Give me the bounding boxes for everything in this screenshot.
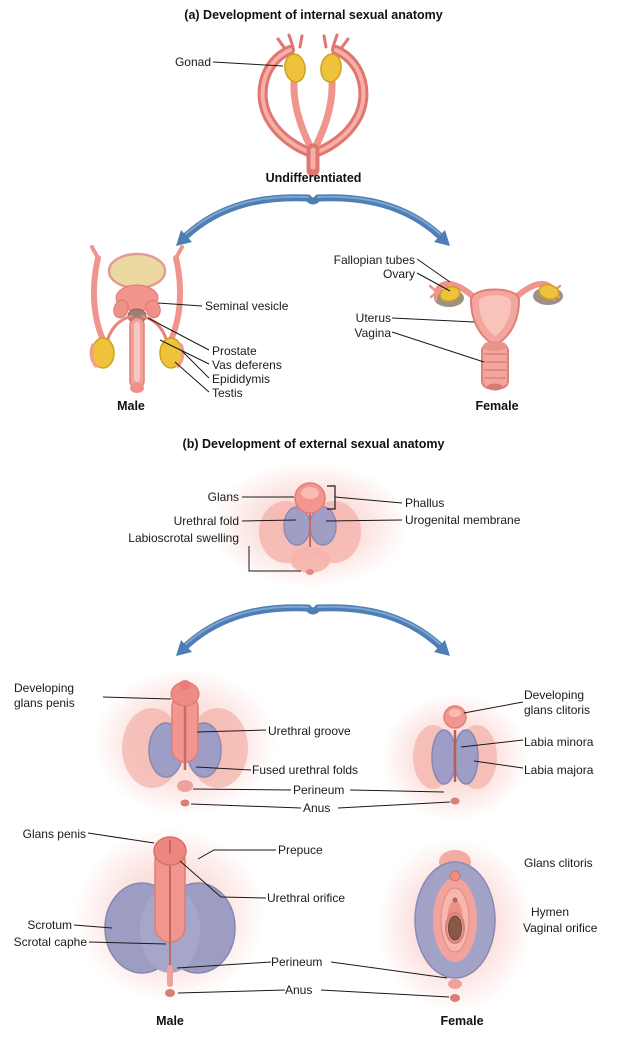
label-urethral-orifice: Urethral orifice bbox=[267, 891, 346, 905]
female-internal-figure bbox=[428, 280, 563, 391]
label-fallopian-tubes: Fallopian tubes bbox=[333, 253, 415, 267]
label-urethral-groove: Urethral groove bbox=[268, 724, 351, 738]
label-urethral-fold: Urethral fold bbox=[173, 514, 239, 528]
label-developing-glans-clitoris: Developing glans clitoris bbox=[524, 688, 591, 717]
epididymis-shape bbox=[89, 343, 98, 368]
label-ovary: Ovary bbox=[382, 267, 415, 281]
caption-male-internal: Male bbox=[117, 399, 145, 413]
ovary-right bbox=[538, 284, 560, 300]
gonad-left bbox=[284, 53, 306, 83]
arrowhead-right bbox=[434, 640, 450, 656]
label-seminal-vesicle: Seminal vesicle bbox=[205, 299, 289, 313]
label-labioscrotal-swelling: Labioscrotal swelling bbox=[128, 531, 239, 545]
labia-shape bbox=[431, 729, 457, 785]
label-developing-glans-penis: Developing glans penis bbox=[14, 681, 75, 710]
label-glans: Glans bbox=[207, 490, 239, 504]
label-perineum-mature: Perineum bbox=[271, 955, 323, 969]
caption-female-external: Female bbox=[440, 1014, 484, 1028]
anus-dot bbox=[306, 569, 314, 575]
mature-female-external-figure bbox=[377, 837, 533, 1013]
anus-dot bbox=[450, 797, 460, 805]
developing-female-external-figure bbox=[381, 693, 529, 821]
label-labia-minora: Labia minora bbox=[524, 735, 594, 749]
label-labia-majora: Labia majora bbox=[524, 763, 594, 777]
label-epididymis: Epididymis bbox=[212, 372, 271, 386]
ovary-left bbox=[439, 286, 461, 302]
label-anus-mature: Anus bbox=[285, 983, 313, 997]
label-perineum-developing: Perineum bbox=[293, 783, 345, 797]
caption-female-internal: Female bbox=[475, 399, 519, 413]
mature-male-external-figure bbox=[74, 827, 266, 1003]
gonad-right bbox=[320, 53, 342, 83]
vaginal-orifice-shape bbox=[448, 915, 462, 941]
label-prostate: Prostate bbox=[212, 344, 257, 358]
glans-clitoris-shape bbox=[449, 870, 461, 882]
anus-dot bbox=[180, 799, 190, 807]
label-glans-penis: Glans penis bbox=[22, 827, 86, 841]
section-b-title: (b) Development of external sexual anato… bbox=[182, 437, 445, 451]
perineum-shape bbox=[177, 780, 193, 792]
urethral-orifice-dot bbox=[452, 897, 458, 903]
label-phallus: Phallus bbox=[405, 496, 445, 510]
perineum-shape bbox=[448, 979, 462, 989]
arrowhead-right bbox=[434, 230, 450, 246]
label-anus-developing: Anus bbox=[303, 801, 331, 815]
developing-male-external-figure bbox=[93, 668, 277, 816]
bifurcation-arrow-b bbox=[176, 604, 450, 656]
bladder-shape bbox=[107, 252, 167, 290]
leader-lines bbox=[73, 61, 524, 998]
anus-dot bbox=[450, 994, 460, 1002]
label-fused-urethral-folds: Fused urethral folds bbox=[252, 763, 359, 777]
label-vas-deferens: Vas deferens bbox=[212, 358, 282, 372]
label-vaginal-orifice: Vaginal orifice bbox=[523, 921, 598, 935]
label-gonad: Gonad bbox=[174, 55, 211, 69]
undifferentiated-internal-figure bbox=[257, 33, 369, 177]
label-scrotal-raphe: Scrotal caphe bbox=[13, 935, 87, 949]
seminal-vesicle-shape bbox=[113, 299, 129, 319]
label-testis: Testis bbox=[212, 386, 243, 400]
caption-male-external: Male bbox=[156, 1014, 184, 1028]
label-hymen: Hymen bbox=[531, 905, 570, 919]
arrowhead-left bbox=[176, 640, 192, 656]
hymen-ring bbox=[445, 912, 465, 944]
undifferentiated-external-figure bbox=[210, 462, 410, 588]
anus-dot bbox=[165, 989, 175, 997]
bifurcation-arrow-a bbox=[176, 194, 450, 246]
label-uterus: Uterus bbox=[355, 311, 391, 325]
arrowhead-left bbox=[176, 230, 192, 246]
label-undifferentiated: Undifferentiated bbox=[265, 171, 362, 185]
section-a-title: (a) Development of internal sexual anato… bbox=[184, 8, 443, 22]
label-scrotum: Scrotum bbox=[27, 918, 72, 932]
label-vagina: Vagina bbox=[354, 326, 391, 340]
label-glans-clitoris: Glans clitoris bbox=[524, 856, 593, 870]
male-internal-figure bbox=[89, 245, 185, 393]
label-prepuce: Prepuce bbox=[278, 843, 323, 857]
label-urogenital-membrane: Urogenital membrane bbox=[405, 513, 521, 527]
